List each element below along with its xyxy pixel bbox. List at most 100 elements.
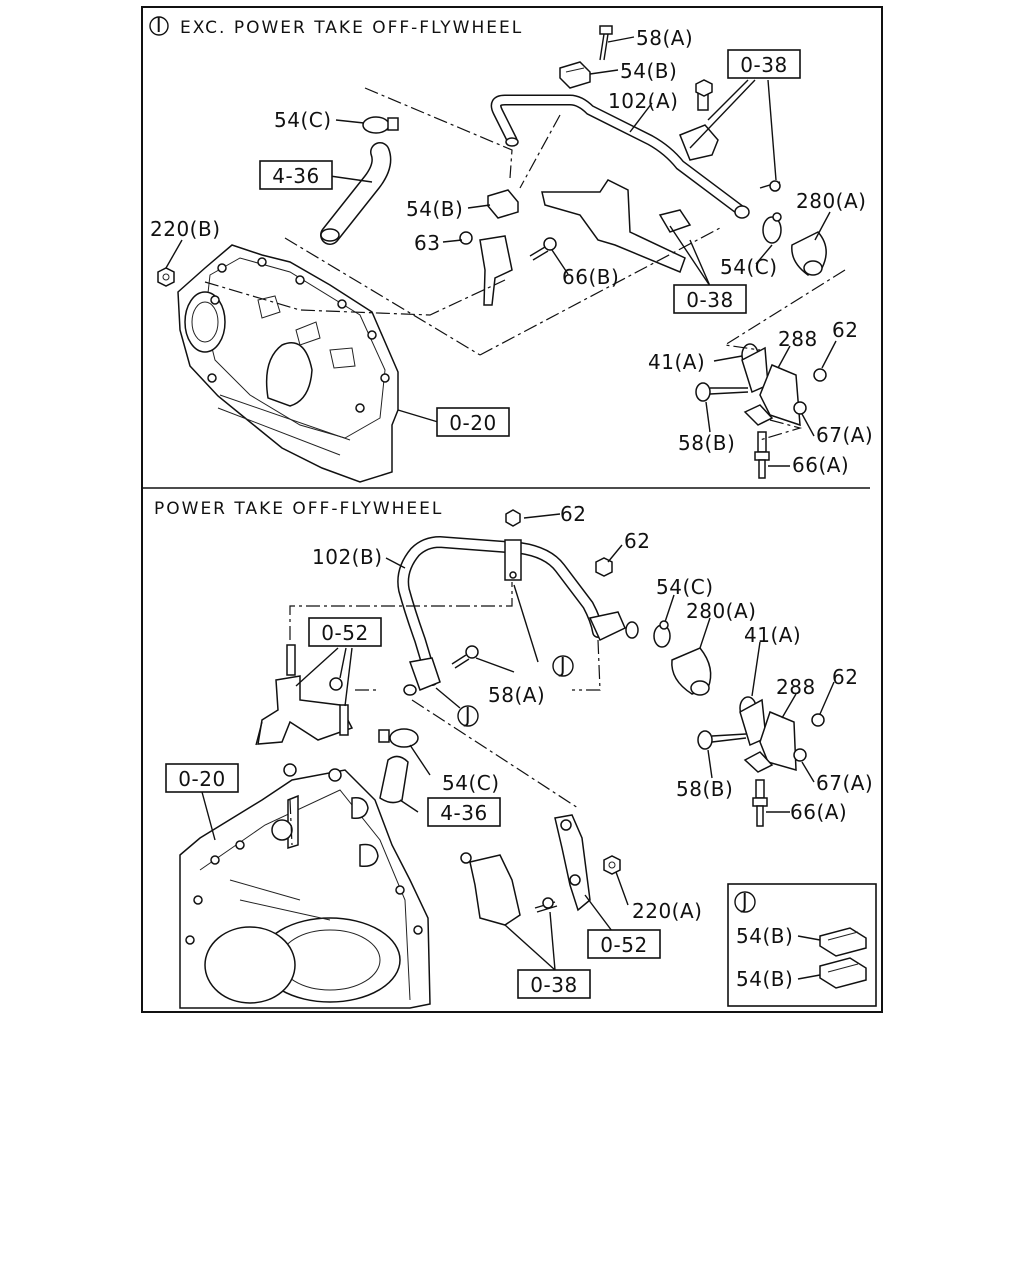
ref-box-4-36 — [427, 797, 501, 827]
dash-top-4 — [479, 227, 721, 356]
label-67a: 67(A) — [816, 423, 873, 447]
detail-j-box: J 54(B) 54(B) — [727, 883, 877, 1007]
ref-0-52: 0-52 — [600, 933, 647, 957]
label-58b: 58(B) — [676, 777, 733, 801]
ref-box-0-20 — [436, 407, 510, 437]
ref-0-20: 0-20 — [178, 767, 225, 791]
clip-54b-detail-2 — [819, 957, 867, 989]
clamp-54c-top — [362, 116, 399, 134]
label-280a: 280(A) — [686, 599, 756, 623]
label-66b: 66(B) — [562, 265, 619, 289]
ref-4-36: 4-36 — [440, 801, 487, 825]
nut-62-bottom-2 — [595, 557, 613, 577]
pipe-102b — [397, 535, 639, 696]
label-54c: 54(C) — [656, 575, 714, 599]
hose-280a — [791, 231, 827, 276]
flywheel-housing-bottom — [179, 763, 431, 1009]
callout-j: J — [558, 653, 566, 677]
section-marker: I — [156, 13, 162, 37]
detail-j-marker: J — [740, 889, 748, 913]
ref-0-38: 0-38 — [686, 288, 733, 312]
bracket-63 — [459, 231, 513, 306]
diagram-frame — [141, 6, 883, 1013]
label-102a: 102(A) — [608, 89, 678, 113]
label-280a: 280(A) — [796, 189, 866, 213]
label-54b: 54(B) — [406, 197, 463, 221]
ref-box-0-38 — [673, 284, 747, 314]
label-63: 63 — [414, 231, 440, 255]
ref-box-0-20 — [165, 763, 239, 793]
stud-66a-bottom — [752, 779, 768, 827]
ref-box-0-38 — [517, 969, 591, 999]
ref-0-38: 0-38 — [740, 53, 787, 77]
callout-j: J — [463, 703, 471, 727]
label-58a: 58(A) — [636, 26, 693, 50]
ref-4-36: 4-36 — [272, 164, 319, 188]
label-41a: 41(A) — [648, 350, 705, 374]
nut-220b — [157, 267, 175, 287]
label-102b: 102(B) — [312, 545, 383, 569]
pipe-102a — [490, 94, 750, 219]
label-62: 62 — [832, 665, 858, 689]
bottom-section: POWER TAKE OFF-FLYWHEEL — [154, 499, 873, 1009]
stud-66a-top — [754, 431, 770, 479]
leaders-bottom — [201, 513, 835, 971]
clip-54b-top — [559, 61, 591, 89]
label-66a: 66(A) — [790, 800, 847, 824]
bracket-0-52-assembly — [255, 644, 354, 746]
ref-box-0-52 — [587, 929, 661, 959]
clip-54b-detail-1 — [819, 927, 867, 957]
dash-top-2 — [284, 237, 481, 356]
detail-j-marker-circle — [734, 891, 756, 913]
callout-j-circle — [457, 705, 479, 727]
bracket-0-38-lower — [460, 852, 558, 926]
ref-box-4-36 — [259, 160, 333, 190]
label-54c: 54(C) — [442, 771, 500, 795]
section-marker-circle — [149, 16, 169, 36]
dash-top-5 — [519, 114, 561, 189]
label-220b: 220(B) — [150, 217, 221, 241]
label-66a: 66(A) — [792, 453, 849, 477]
label-220a: 220(A) — [632, 899, 702, 923]
label-58a: 58(A) — [488, 683, 545, 707]
callout-j-circle — [552, 655, 574, 677]
bolt-58a-top — [599, 25, 613, 61]
clamp-54c-right — [762, 212, 782, 244]
ref-0-20: 0-20 — [449, 411, 496, 435]
bolt-58a-bottom — [451, 645, 479, 669]
label-288: 288 — [778, 327, 818, 351]
clamp-54c-bottom — [378, 728, 419, 748]
nut-62-bottom-1 — [505, 509, 521, 527]
dash-top-3 — [204, 279, 506, 316]
hose-280a-bottom — [671, 647, 712, 696]
hose-top — [320, 142, 392, 245]
label-41a: 41(A) — [744, 623, 801, 647]
hose-bottom — [379, 755, 409, 804]
dash-bottom-5 — [289, 799, 293, 846]
detail-label-54b: 54(B) — [736, 967, 793, 991]
label-288: 288 — [776, 675, 816, 699]
clip-54b-mid — [487, 189, 519, 219]
bolt-58b-bottom — [697, 730, 747, 750]
leaders-top — [165, 36, 837, 467]
bolt-58b-top — [695, 382, 749, 402]
nut-220a — [603, 855, 621, 875]
bolt-66b — [529, 237, 557, 261]
dash-top-7 — [759, 419, 803, 441]
ref-box-0-52 — [308, 617, 382, 647]
section-title: POWER TAKE OFF-FLYWHEEL — [154, 499, 443, 519]
dash-bottom-2 — [572, 639, 601, 691]
bracket-0-52-lower — [554, 814, 591, 912]
flywheel-housing-top — [177, 244, 399, 483]
bracket-288-bottom — [739, 696, 825, 773]
label-62: 62 — [832, 318, 858, 342]
label-67a: 67(A) — [816, 771, 873, 795]
ref-box-0-38 — [727, 49, 801, 79]
label-54b: 54(B) — [620, 59, 677, 83]
dash-top-1 — [364, 87, 513, 179]
label-58b: 58(B) — [678, 431, 735, 455]
label-54c: 54(C) — [274, 108, 332, 132]
label-54c: 54(C) — [720, 255, 778, 279]
dash-bottom-4 — [411, 699, 579, 809]
